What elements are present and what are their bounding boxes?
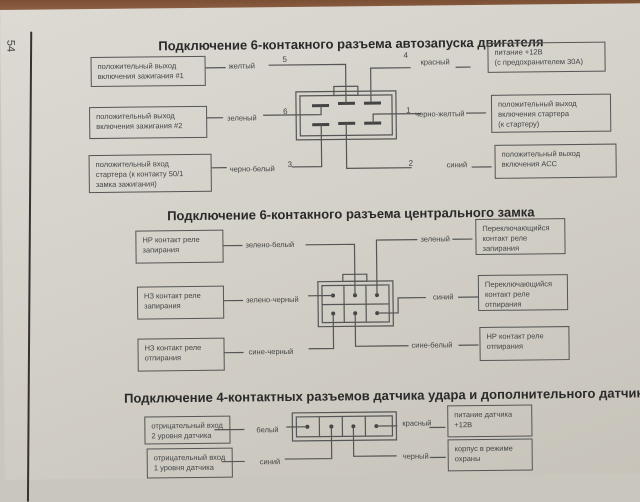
label-box: питание датчика +12В <box>447 404 532 437</box>
label-box: положительный выход включения стартера (… <box>491 94 611 133</box>
manual-page: 54 <box>0 3 640 480</box>
wire-color: сине-черный <box>249 347 294 356</box>
wire-color: черно-белый <box>230 164 275 173</box>
label-box: Переключающийся контакт реле запирания <box>475 218 565 255</box>
wire-color: желтый <box>229 61 255 70</box>
wire-color: зелено-черный <box>246 295 299 305</box>
label-box: НР контакт реле запирания <box>135 230 223 264</box>
label-box: положительный выход включения АСС <box>494 144 616 179</box>
label-box: отрицательный вход 1 уровня датчика <box>147 448 233 479</box>
wire-color: зеленый <box>227 113 257 122</box>
wire-color: черный <box>403 452 429 461</box>
label-box: положительный выход включения зажигания … <box>89 106 207 139</box>
label-box: Переключающийся контакт реле отпирания <box>478 274 568 311</box>
label-box: корпус в режиме охраны <box>448 438 533 471</box>
pin-number: 4 <box>403 51 408 60</box>
connector-6pin-autostart <box>263 64 422 170</box>
wire-color: зелено-белый <box>245 240 294 250</box>
wire-color: синий <box>260 457 281 466</box>
label-box: положительный вход стартера (к контакту … <box>89 154 212 193</box>
wire-color: черно-желтый <box>415 109 464 119</box>
pin-number: 5 <box>282 55 287 64</box>
wire-color: синий <box>447 160 468 169</box>
wire-color: белый <box>256 425 278 434</box>
label-box: питание +12В (с предохранителем 30А) <box>487 42 605 73</box>
connector-6pin-central-lock <box>305 240 426 349</box>
wire-color: красный <box>402 419 431 428</box>
wire-color: зеленый <box>420 234 450 243</box>
label-box: отрицательный вход 2 уровня датчика <box>144 416 230 445</box>
label-box: положительный выход включения зажигания … <box>90 56 205 87</box>
label-box: НЗ контакт реле отпирания <box>137 338 224 372</box>
label-box: НР контакт реле отпирания <box>479 326 569 361</box>
wire-color: сине-белый <box>411 340 452 349</box>
label-box: НЗ контакт реле запирания <box>137 286 224 320</box>
wire-color: синий <box>433 292 454 301</box>
pin-number: 3 <box>288 160 293 169</box>
wire-color: красный <box>421 57 450 66</box>
pin-number: 1 <box>406 106 411 115</box>
pin-number: 2 <box>409 159 414 168</box>
pin-number: 6 <box>283 107 288 116</box>
